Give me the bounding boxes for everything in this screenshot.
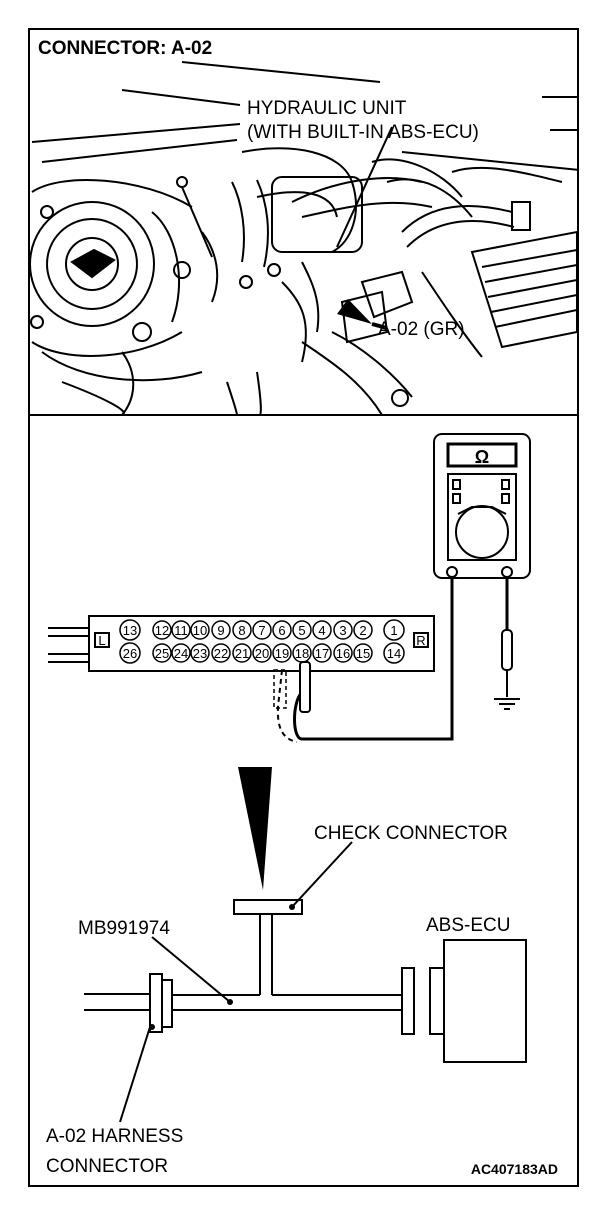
pin-circle — [190, 620, 210, 640]
pin-circle — [252, 643, 272, 663]
pin-circle — [211, 643, 231, 663]
pin-label: 24 — [174, 646, 188, 661]
connector-side-right: R — [416, 633, 425, 648]
pin-circle — [353, 620, 373, 640]
pin-label: 20 — [255, 646, 269, 661]
pin-circle — [333, 643, 353, 663]
pin-label: 17 — [315, 646, 329, 661]
pin-circle — [232, 643, 252, 663]
harness-connector-label: A-02 HARNESS — [46, 1126, 183, 1147]
engine-bay-illustration — [30, 61, 577, 416]
pin-label: 26 — [123, 646, 137, 661]
pin-label: 1 — [390, 623, 397, 638]
pin-circle — [272, 643, 292, 663]
diagram-canvas: CONNECTOR: A-02 HYDRAULIC UNIT (WITH BUI… — [30, 38, 577, 1177]
pin-label: 18 — [295, 646, 309, 661]
pin-circle — [119, 619, 141, 641]
connector-id-label: A-02 (GR) — [378, 319, 465, 340]
page-title: CONNECTOR: A-02 — [38, 38, 212, 59]
pin-circle — [312, 643, 332, 663]
pin-label: 12 — [155, 623, 169, 638]
probe-pin — [299, 661, 311, 713]
figure-code: AC407183AD — [471, 1161, 558, 1177]
check-connector-label: CHECK CONNECTOR — [314, 823, 508, 844]
pin-circle — [333, 620, 353, 640]
pin-label: 14 — [387, 646, 401, 661]
pin-circle — [190, 643, 210, 663]
pin-circle — [272, 620, 292, 640]
probe-pin-dashed — [276, 669, 298, 743]
pin-circle — [152, 620, 172, 640]
connector-pointer-arrow — [337, 299, 372, 324]
down-arrow — [238, 767, 272, 890]
pin-label: 25 — [155, 646, 169, 661]
pin-label: 7 — [258, 623, 265, 638]
harness-diagram — [84, 841, 527, 1123]
hydraulic-unit-sublabel: (WITH BUILT-IN ABS-ECU) — [247, 122, 479, 143]
pin-label: 10 — [193, 623, 207, 638]
hydraulic-unit-label: HYDRAULIC UNIT — [247, 98, 407, 119]
pin-circle — [152, 643, 172, 663]
pin-label: 22 — [214, 646, 228, 661]
harness-connector-sublabel: CONNECTOR — [46, 1156, 168, 1177]
pin-circle — [383, 619, 405, 641]
pin-label: 23 — [193, 646, 207, 661]
pin-label: 3 — [339, 623, 346, 638]
diagram-frame: CONNECTOR: A-02 HYDRAULIC UNIT (WITH BUI… — [28, 28, 579, 1187]
pin-label: 9 — [217, 623, 224, 638]
pin-label: 19 — [275, 646, 289, 661]
pin-circle — [232, 620, 252, 640]
pin-circle — [353, 643, 373, 663]
abs-ecu-label: ABS-ECU — [426, 915, 510, 936]
pin-circle — [171, 643, 191, 663]
ohm-symbol: Ω — [475, 447, 489, 467]
pin-circle — [292, 620, 312, 640]
ground-icon — [494, 698, 520, 710]
pin-circle — [171, 620, 191, 640]
pin-circle — [119, 642, 141, 664]
pin-circle — [383, 642, 405, 664]
pin-label: 5 — [298, 623, 305, 638]
tool-number-label: MB991974 — [78, 918, 170, 939]
pin-label: 8 — [238, 623, 245, 638]
pin-label: 15 — [356, 646, 370, 661]
pin-label: 2 — [359, 623, 366, 638]
pin-label: 16 — [336, 646, 350, 661]
pin-circle — [252, 620, 272, 640]
pin-label: 6 — [278, 623, 285, 638]
pin-label: 4 — [318, 623, 325, 638]
pin-circle — [312, 620, 332, 640]
pin-circle — [211, 620, 231, 640]
multimeter — [433, 433, 531, 579]
connector-bottom-row: 26 25 24 23 22 21 20 19 18 17 16 15 14 — [119, 642, 405, 664]
pin-label: 21 — [235, 646, 249, 661]
connector-face — [48, 615, 435, 672]
connector-side-left: L — [98, 633, 105, 648]
pin-label: 11 — [174, 623, 188, 638]
pin-label: 13 — [123, 623, 137, 638]
